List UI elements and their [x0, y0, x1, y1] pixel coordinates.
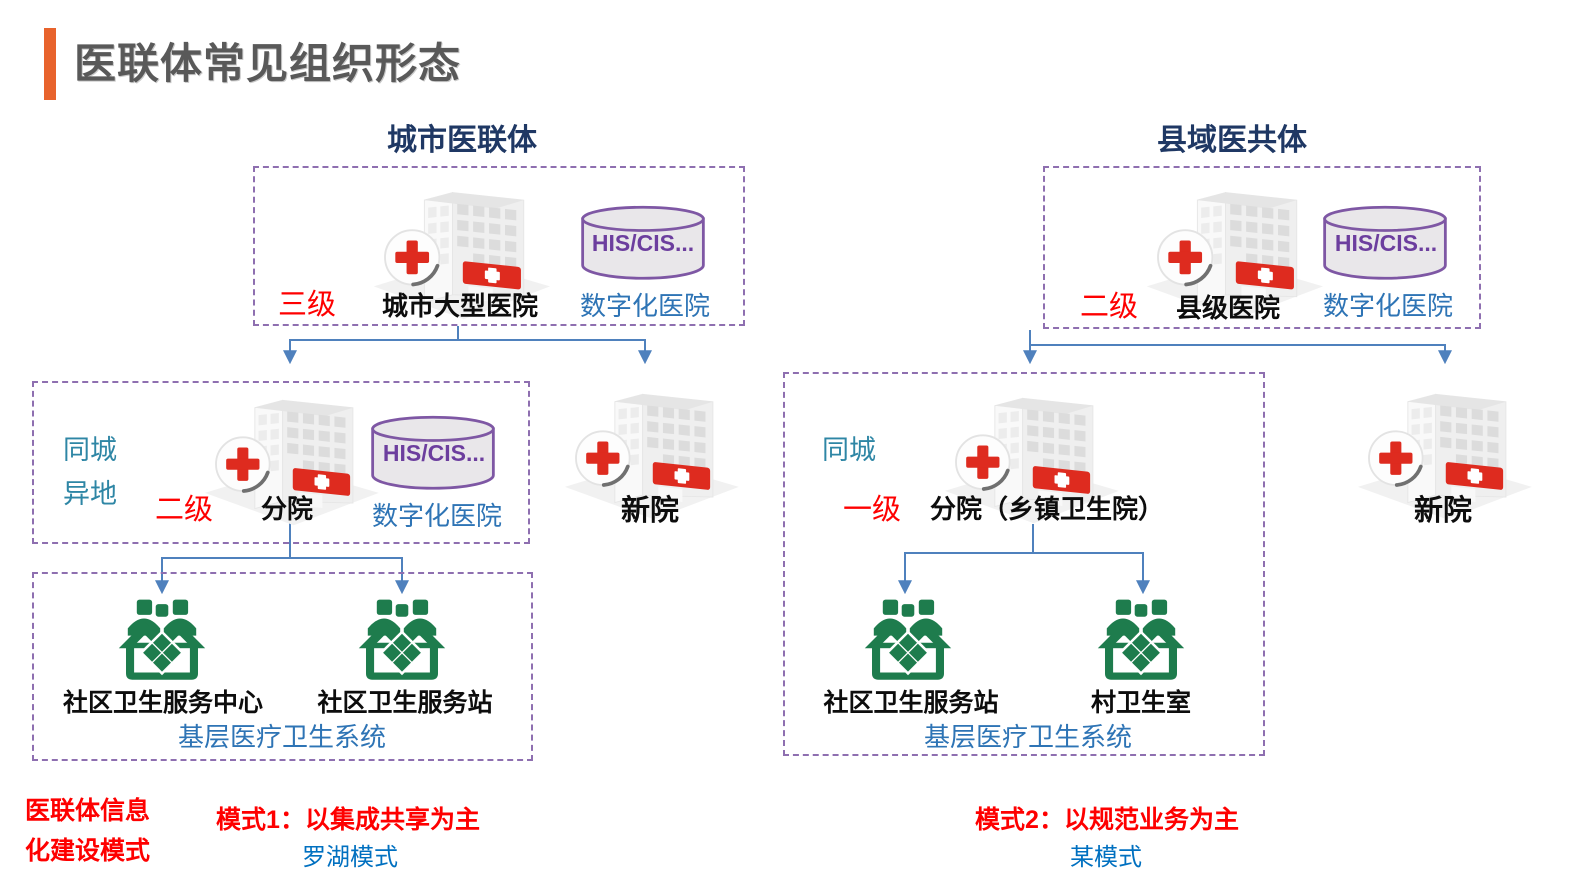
level-label-county-top: 二级: [1080, 291, 1139, 323]
city-branch-box: [32, 381, 530, 544]
hospital-name-county: 县级医院: [1175, 293, 1281, 323]
mode-2-title: 模式2：以规范业务为主: [975, 806, 1239, 834]
connector-city-to-branch: [283, 326, 459, 365]
side-label-same-city-right: 同城: [822, 435, 876, 465]
level-label-city-top: 三级: [278, 289, 337, 321]
county-group-title: 县域医共体: [1157, 124, 1307, 157]
community-icon-village: [1096, 596, 1186, 686]
digital-hospital-label-branch: 数字化医院: [371, 501, 503, 531]
mode-1-subtitle: 罗湖模式: [302, 844, 398, 871]
city-community-box: [32, 572, 533, 761]
database-text-county: HIS/CIS...: [1334, 230, 1438, 256]
connector-branch-to-community-center: [155, 522, 291, 595]
community-icon-station-left: [357, 596, 447, 686]
hospital-name-township: 分院（乡镇卫生院）: [930, 494, 1165, 524]
county-top-box: [1043, 166, 1481, 329]
title-accent-bar: [44, 28, 56, 100]
grassroots-system-label-right: 基层医疗卫生系统: [923, 722, 1133, 752]
city-top-box: [253, 166, 745, 326]
mode-2-subtitle: 某模式: [1070, 844, 1142, 871]
connector-township-to-village: [1033, 552, 1150, 595]
connector-branch-to-community-station: [290, 557, 409, 595]
grassroots-system-label-left: 基层医疗卫生系统: [177, 722, 387, 752]
database-text-city: HIS/CIS...: [591, 230, 695, 256]
database-text-branch: HIS/CIS...: [382, 440, 486, 466]
community-station-label-right: 社区卫生服务站: [823, 689, 999, 717]
footer-left-line-1: 医联体信息: [25, 797, 151, 825]
community-icon-station-right: [863, 596, 953, 686]
page-title: 医联体常见组织形态: [74, 40, 462, 87]
mode-1-title: 模式1：以集成共享为主: [216, 806, 480, 834]
digital-hospital-label-county: 数字化医院: [1322, 291, 1454, 321]
footer-left-line-2: 化建设模式: [25, 837, 151, 865]
connector-township-to-station: [898, 524, 1034, 595]
level-label-branch: 二级: [155, 494, 214, 526]
county-lower-box: [783, 372, 1265, 756]
footer-left-label: 医联体信息 化建设模式: [25, 791, 150, 871]
digital-hospital-label-city: 数字化医院: [579, 291, 711, 321]
new-hospital-label-left: 新院: [620, 495, 680, 527]
hospital-name-city: 城市大型医院: [381, 291, 539, 321]
city-group-title: 城市医联体: [387, 124, 537, 157]
connector-county-to-new-hospital: [1030, 344, 1452, 365]
level-label-township: 一级: [843, 494, 902, 526]
village-clinic-label: 村卫生室: [1090, 689, 1192, 717]
side-label-remote-left: 异地: [63, 479, 117, 509]
connector-city-to-new-hospital: [458, 339, 652, 365]
hospital-name-branch: 分院: [260, 494, 314, 524]
community-center-label-left: 社区卫生服务中心: [62, 689, 264, 717]
side-label-same-city-left: 同城: [63, 435, 117, 465]
community-icon-center-left: [117, 596, 207, 686]
community-station-label-left: 社区卫生服务站: [317, 689, 493, 717]
new-hospital-label-right: 新院: [1413, 495, 1473, 527]
